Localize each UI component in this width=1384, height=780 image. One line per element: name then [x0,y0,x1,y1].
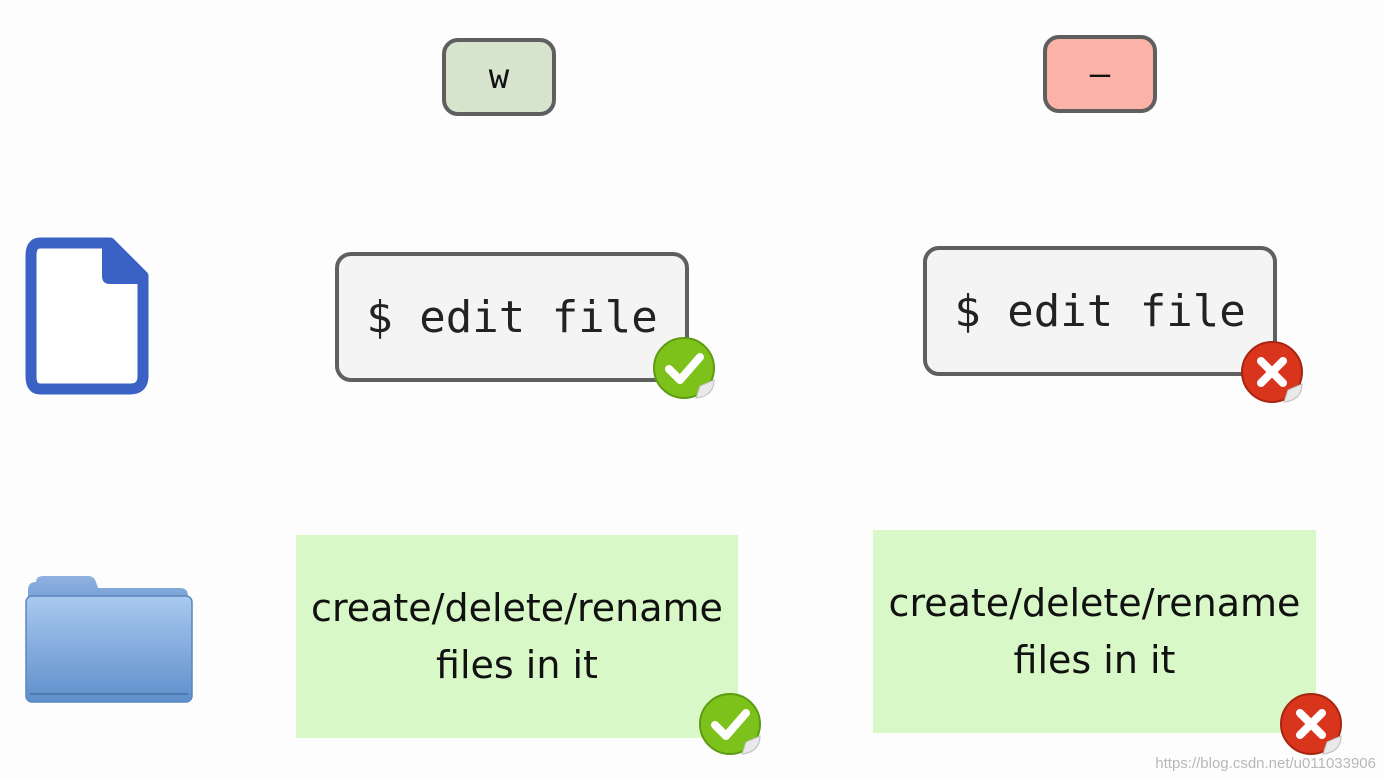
directory-denied-panel: create/delete/rename files in it [873,530,1316,733]
directory-action-line1: create/delete/rename [888,580,1301,625]
folder-icon [25,576,193,703]
green-check-icon [699,693,761,755]
directory-action-line1: create/delete/rename [311,585,723,630]
watermark-text: https://blog.csdn.net/u011033906 [1155,755,1376,772]
directory-action-line2: files in it [436,642,598,687]
red-x-icon [1241,341,1303,403]
edit-file-allowed-box: $ edit file [335,252,689,382]
write-permission-key: w [442,38,556,116]
directory-allowed-panel: create/delete/rename files in it [296,535,738,738]
no-permission-label: – [1089,54,1111,94]
directory-action-line2: files in it [1013,637,1176,682]
edit-file-command-text: $ edit file [954,285,1246,337]
no-permission-key: – [1043,35,1157,113]
file-icon [25,237,149,395]
write-permission-label: w [488,57,510,97]
edit-file-denied-box: $ edit file [923,246,1277,376]
green-check-icon [653,337,715,399]
red-x-icon [1280,693,1342,755]
edit-file-command-text: $ edit file [366,291,658,343]
